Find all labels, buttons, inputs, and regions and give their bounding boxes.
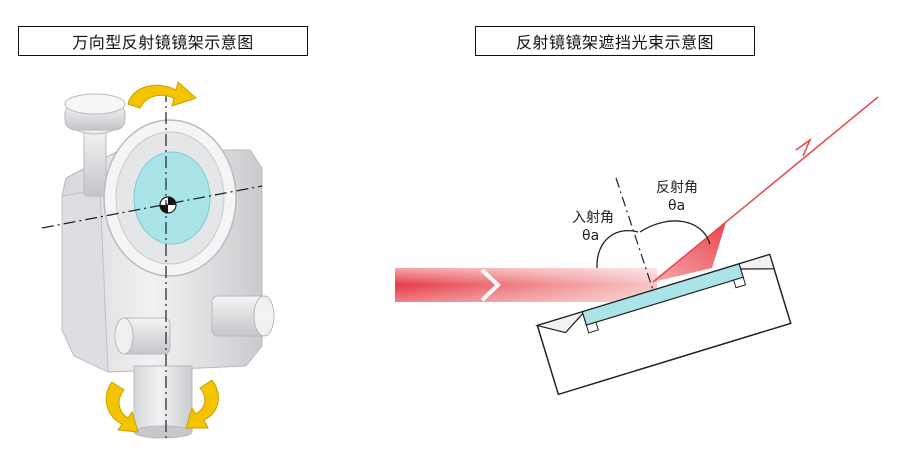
beam-blocking-diagram: 入射角 θa 反射角 θa bbox=[395, 96, 879, 396]
gimbal-mirror-mount bbox=[41, 81, 275, 440]
incident-angle-label: 入射角 bbox=[572, 210, 614, 226]
mirror-element bbox=[581, 263, 744, 326]
top-rotation-arrow-icon bbox=[127, 81, 197, 109]
bottom-left-rotation-arrow-icon bbox=[105, 381, 139, 433]
incident-angle-arc bbox=[596, 230, 639, 269]
bottom-right-rotation-arrow-icon bbox=[185, 379, 219, 429]
incident-angle-symbol: θa bbox=[582, 228, 599, 244]
reflection-angle-arc bbox=[639, 220, 711, 245]
reflected-arrow-icon bbox=[795, 137, 812, 157]
base-cylinder bbox=[133, 365, 193, 433]
left-diagram-title: 万向型反射镜镜架示意图 bbox=[18, 26, 308, 56]
beam-direction-chevron-icon bbox=[480, 268, 501, 302]
reflection-angle-label: 反射角 bbox=[656, 180, 698, 196]
horizontal-axis-line bbox=[41, 185, 263, 229]
reflected-beam-line bbox=[652, 96, 879, 283]
right-diagram-title: 反射镜镜架遮挡光束示意图 bbox=[475, 26, 755, 56]
reflection-angle-symbol: θa bbox=[668, 198, 685, 214]
knob-post bbox=[83, 127, 107, 197]
tilted-mirror-mount bbox=[535, 253, 792, 396]
